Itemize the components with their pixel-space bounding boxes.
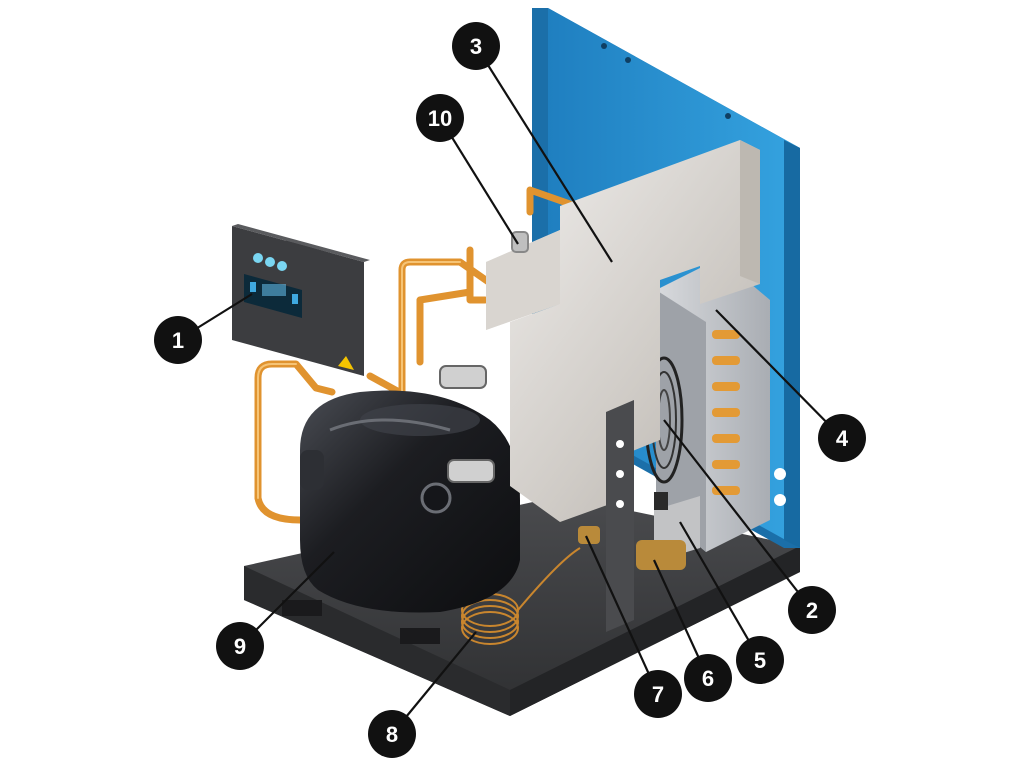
callout-9: 9 [216,622,264,670]
solenoid-valve [636,492,700,570]
callout-4: 4 [818,414,866,462]
callout-5-label: 5 [754,648,766,673]
control-panel [232,224,370,376]
callout-2-label: 2 [806,598,818,623]
callout-6-label: 6 [702,666,714,691]
callout-9-label: 9 [234,634,246,659]
leader-5 [679,521,761,661]
condenser-coil-bends [712,330,740,495]
leader-7 [584,535,660,695]
leader-10 [439,117,519,245]
status-indicator-icons [253,253,287,271]
mounting-bracket [606,400,634,632]
callout-2: 2 [788,586,836,634]
callout-3-label: 3 [470,34,482,59]
callout-7: 7 [634,670,682,718]
condenser [644,258,770,552]
callout-7-label: 7 [652,682,664,707]
callout-5: 5 [736,636,784,684]
callout-6: 6 [684,654,732,702]
callout-8: 8 [368,710,416,758]
callout-10: 10 [416,94,464,142]
leader-4 [715,309,843,439]
callout-8-label: 8 [386,722,398,747]
leader-3 [475,45,613,263]
callout-10-label: 10 [428,106,452,131]
callout-1-label: 1 [172,328,184,353]
heat-exchanger [439,140,760,522]
warning-triangle-icon [338,356,354,370]
leader-2 [663,419,813,611]
callout-4-label: 4 [836,426,849,451]
capillary-coil [461,547,581,645]
drain-fitting [578,526,600,544]
callout-3: 3 [452,22,500,70]
compressor [282,390,520,644]
callout-1: 1 [154,316,202,364]
